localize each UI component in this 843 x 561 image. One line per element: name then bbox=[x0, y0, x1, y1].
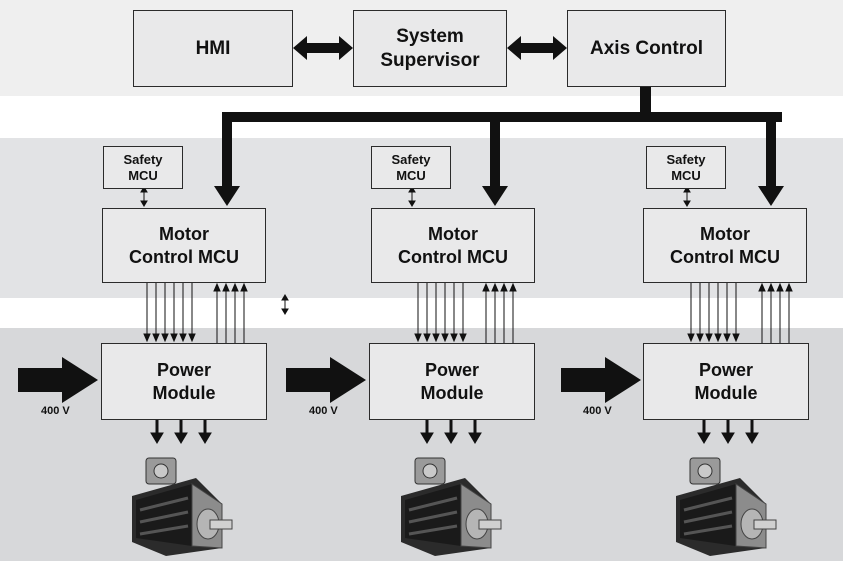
safety-mcu-box-2: Safety MCU bbox=[371, 146, 451, 189]
axis-3-feedback-lines bbox=[758, 282, 793, 343]
axis-1-input-arrow bbox=[18, 357, 98, 403]
axis-control-box: Axis Control bbox=[567, 10, 726, 87]
safety-mcu-box-3: Safety MCU bbox=[646, 146, 726, 189]
servo-motor-image-2 bbox=[401, 457, 502, 556]
supervisor-axis-link-arrow bbox=[507, 36, 567, 60]
power-module-box-3: Power Module bbox=[643, 343, 809, 420]
axis-1-pwm-signal-lines bbox=[143, 282, 196, 343]
hmi-box: HMI bbox=[133, 10, 293, 87]
motor-control-mcu-box-1: Motor Control MCU bbox=[102, 208, 266, 283]
motor-control-mcu-box-2: Motor Control MCU bbox=[371, 208, 535, 283]
safety-mcu-box-1: Safety MCU bbox=[103, 146, 183, 189]
axis-3-output-arrows bbox=[697, 420, 759, 444]
power-module-box-1: Power Module bbox=[101, 343, 267, 420]
axis-1-output-arrows bbox=[150, 420, 212, 444]
system-supervisor-box: System Supervisor bbox=[353, 10, 507, 87]
axis-2-input-arrow bbox=[286, 357, 366, 403]
voltage-label-1: 400 V bbox=[41, 405, 70, 417]
axis-1-feedback-lines bbox=[213, 282, 248, 343]
axis-3-links bbox=[561, 186, 793, 444]
axis-2-feedback-lines bbox=[482, 282, 517, 343]
power-module-box-2: Power Module bbox=[369, 343, 535, 420]
motor-control-mcu-box-3: Motor Control MCU bbox=[643, 208, 807, 283]
axis-1-links bbox=[18, 186, 248, 444]
axis-3-input-arrow bbox=[561, 357, 641, 403]
axis-control-bus bbox=[214, 87, 784, 206]
axis-3-pwm-signal-lines bbox=[687, 282, 740, 343]
voltage-label-2: 400 V bbox=[309, 405, 338, 417]
stray-double-arrow bbox=[281, 294, 289, 315]
axis-2-links bbox=[286, 186, 517, 444]
axis-2-pwm-signal-lines bbox=[414, 282, 467, 343]
servo-motor-image-3 bbox=[676, 457, 777, 556]
hmi-supervisor-link-arrow bbox=[293, 36, 353, 60]
servo-motor-image-1 bbox=[132, 457, 233, 556]
axis-2-output-arrows bbox=[420, 420, 482, 444]
voltage-label-3: 400 V bbox=[583, 405, 612, 417]
